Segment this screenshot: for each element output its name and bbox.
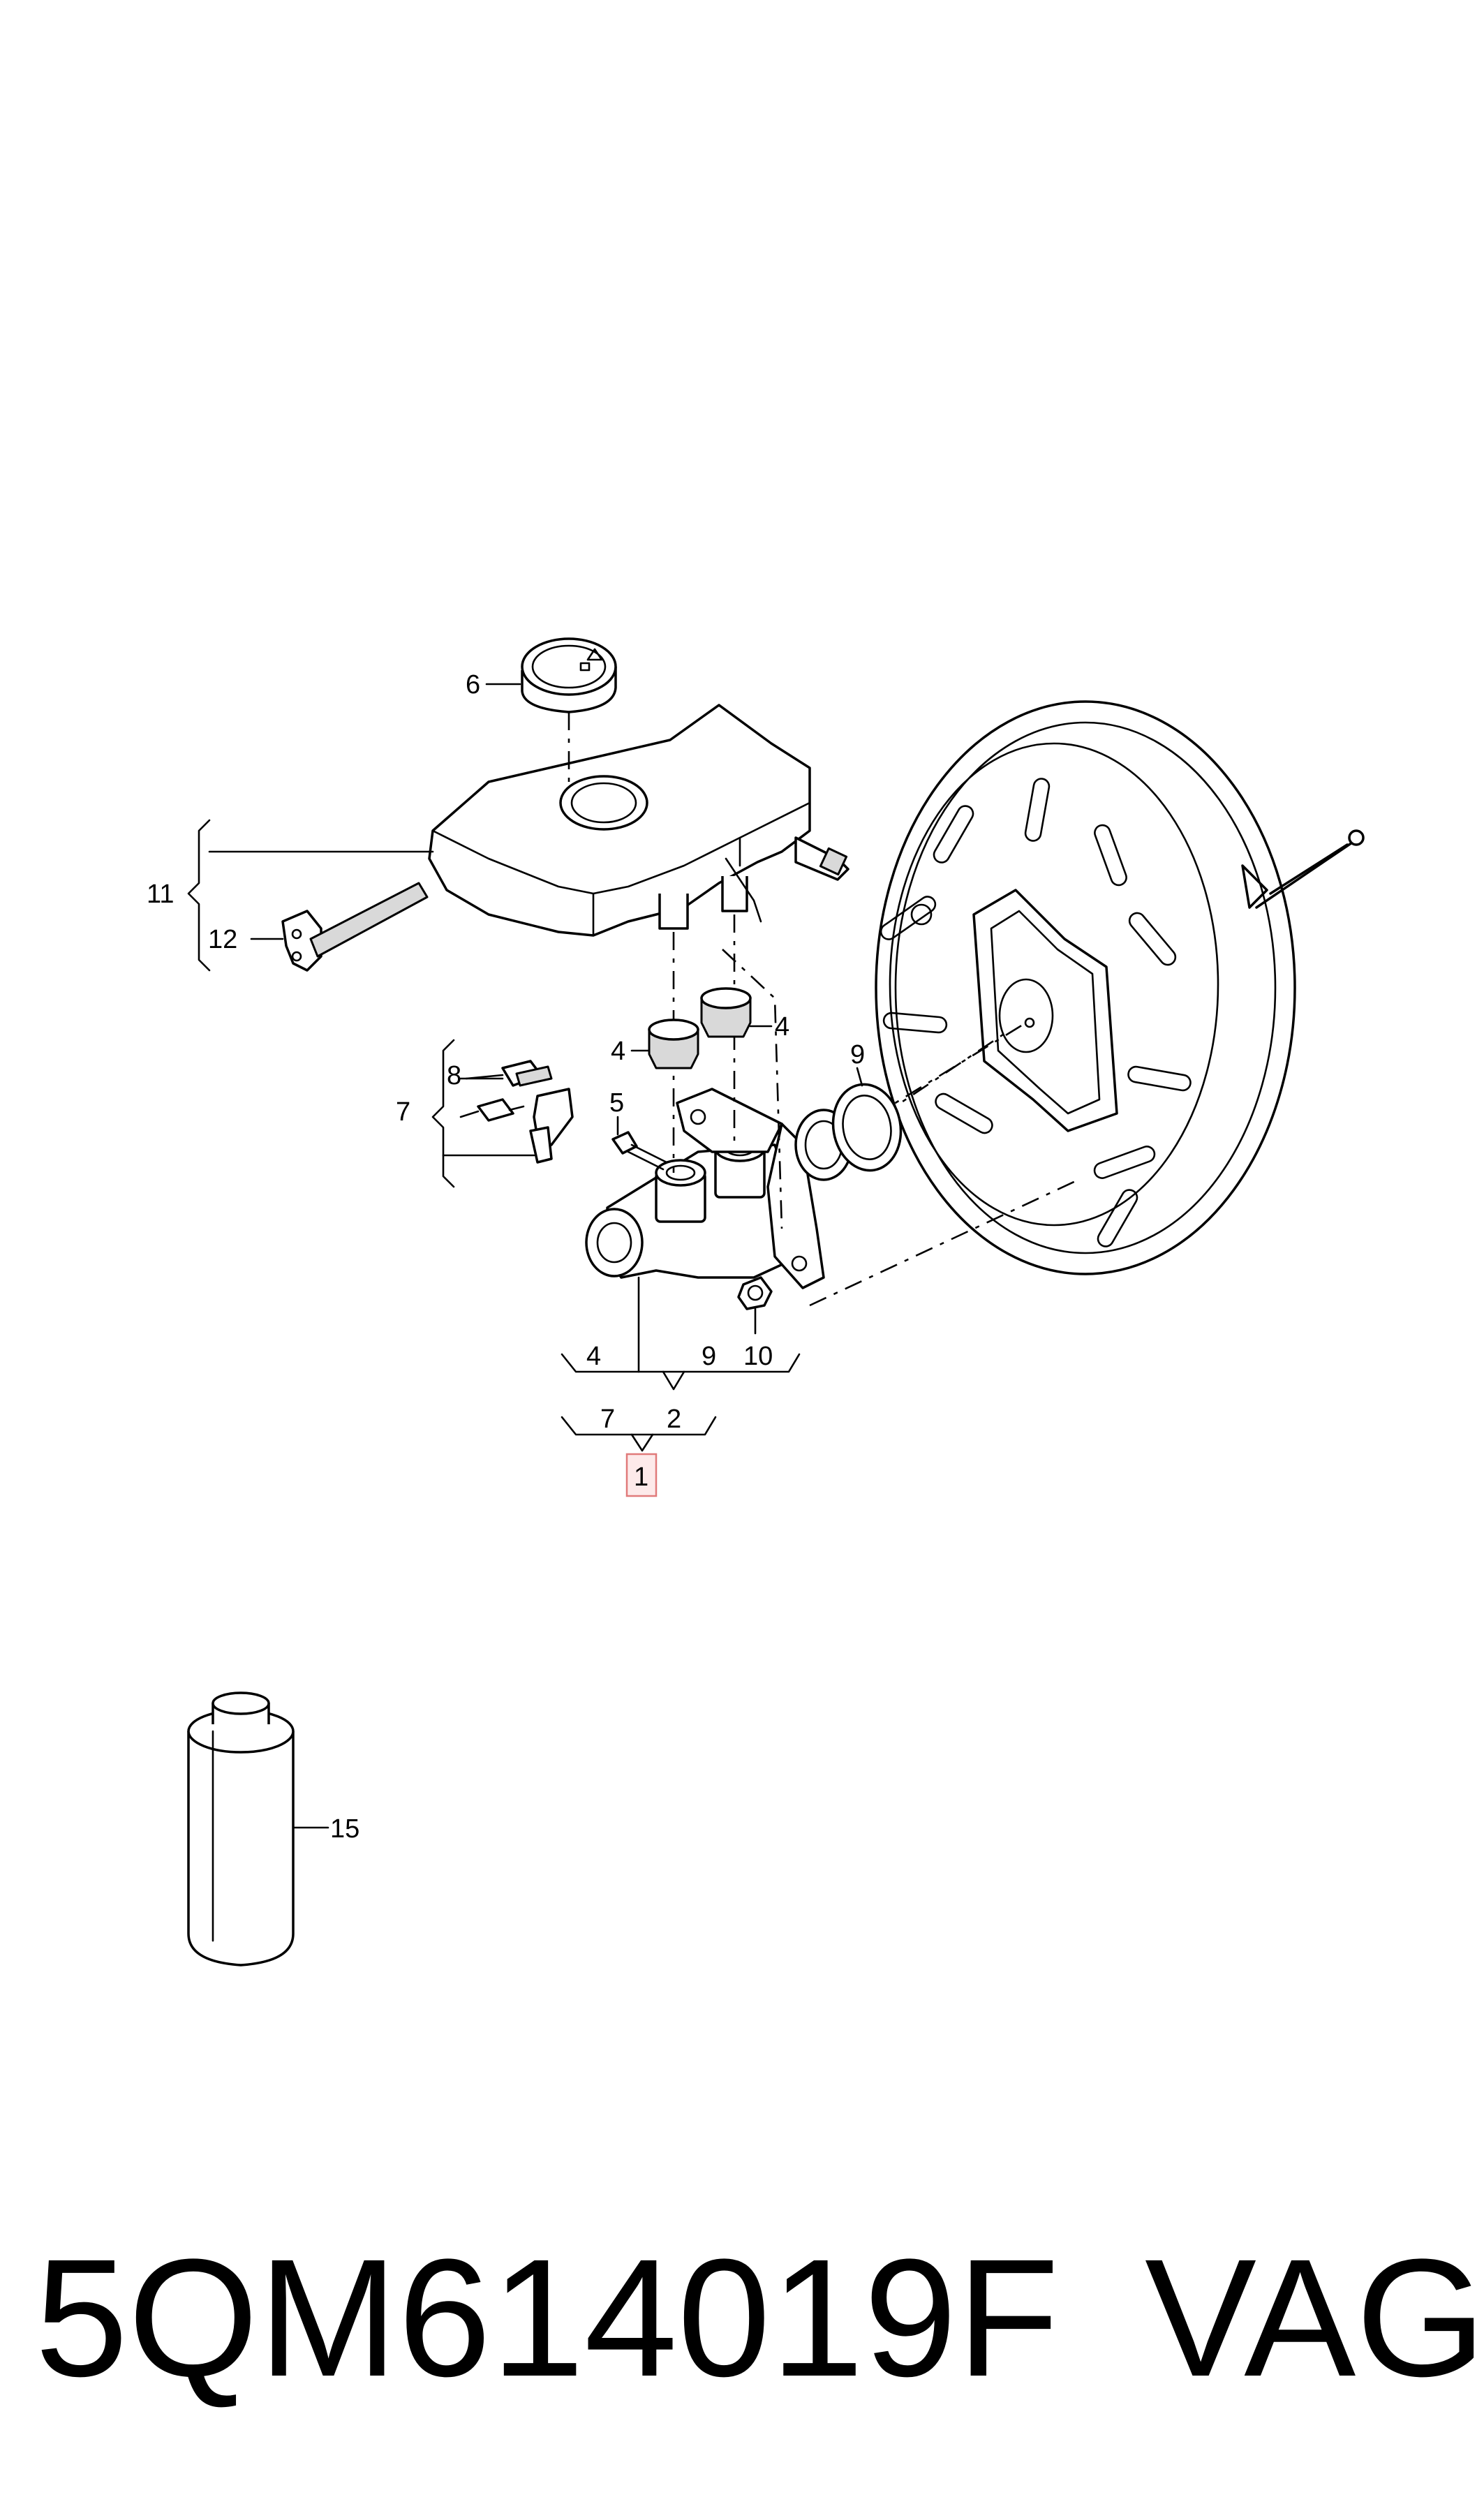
callout-7-lower: 7: [600, 1405, 615, 1434]
callout-4-bottom: 4: [586, 1342, 601, 1371]
brake-fluid-reservoir: [428, 704, 849, 937]
o-ring: [831, 1083, 903, 1172]
reservoir-cap: [521, 637, 617, 782]
callout-1: 1: [634, 1462, 648, 1492]
callout-labels: 6 11 12 8 7 5 4 4 9 4 9 10 7 2 1 15: [147, 670, 865, 1844]
callout-15: 15: [330, 1814, 359, 1844]
callout-8: 8: [447, 1061, 461, 1090]
leader-lines: [187, 683, 863, 1829]
brake-booster: [809, 700, 1365, 1307]
callout-4-left: 4: [611, 1037, 625, 1066]
bolt-and-nut: [611, 1131, 773, 1310]
brake-master-cylinder: [585, 914, 1006, 1289]
callout-4-right: 4: [775, 1012, 789, 1042]
callout-2: 2: [667, 1405, 681, 1434]
brake-fluid-bottle: [187, 1691, 295, 1967]
callout-10: 10: [743, 1342, 773, 1371]
callout-11: 11: [147, 880, 174, 909]
reservoir-grommets: [648, 987, 752, 1069]
callout-9-bottom: 9: [702, 1342, 716, 1371]
fluid-level-sensor: [281, 882, 429, 972]
brake-light-switch: [477, 1060, 574, 1164]
brand-label: VAG: [1145, 2224, 1484, 2411]
callout-12: 12: [208, 925, 237, 954]
highlight-box: [625, 1453, 658, 1497]
callout-5: 5: [609, 1088, 624, 1118]
callout-7-upper: 7: [396, 1097, 410, 1127]
callout-9-upper: 9: [850, 1040, 865, 1069]
part-number: 5QM614019F: [35, 2224, 1060, 2411]
callout-6: 6: [466, 670, 480, 699]
